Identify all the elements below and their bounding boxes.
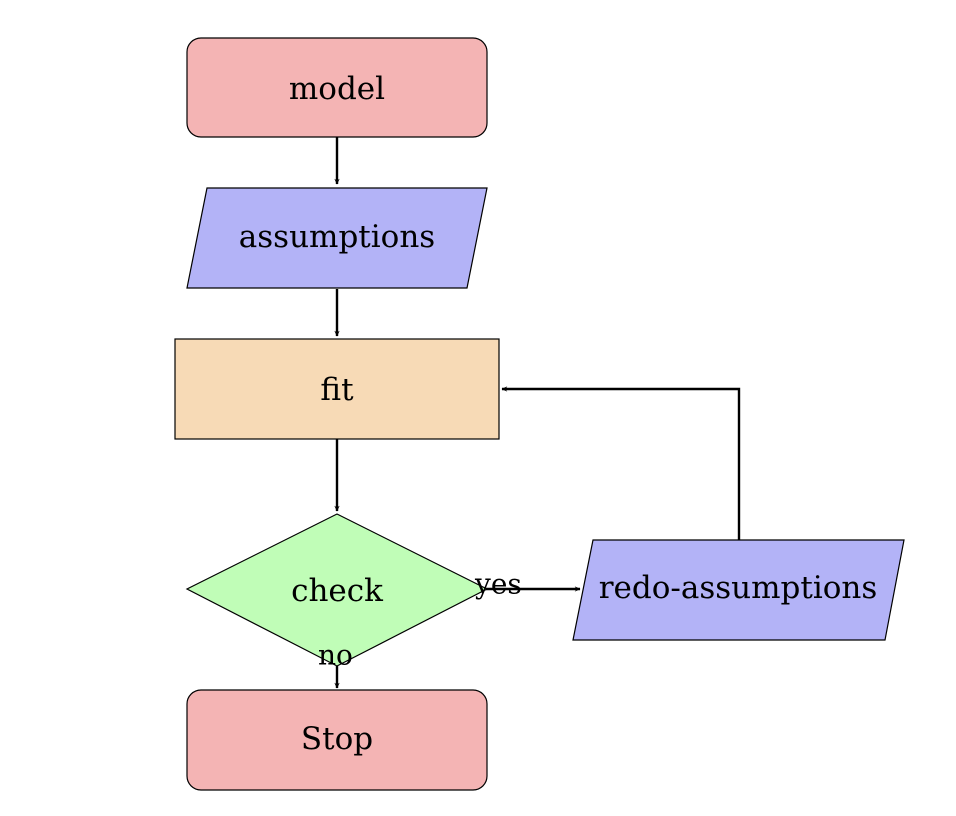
assumptions-label: assumptions <box>239 219 435 255</box>
check-diamond <box>185 513 489 667</box>
fit-label: fit <box>320 372 354 408</box>
assumptions-parallelogram <box>186 187 488 289</box>
model-label: model <box>289 71 385 107</box>
redo-assumptions-label: redo-assumptions <box>599 570 878 606</box>
stop-label: Stop <box>301 721 373 757</box>
edge-label-no: no <box>318 639 353 672</box>
node-redo-assumptions: redo-assumptions <box>572 539 905 641</box>
check-label: check <box>291 573 383 609</box>
node-fit: fit <box>174 338 500 440</box>
node-stop: Stop <box>186 689 488 791</box>
fit-box <box>174 338 500 440</box>
redo-assumptions-parallelogram <box>572 539 905 641</box>
model-box <box>186 37 488 138</box>
node-assumptions: assumptions <box>186 187 488 289</box>
edge-redo-assumptions-to-fit <box>501 386 741 540</box>
edge-label-yes: yes <box>474 568 522 601</box>
node-check: check <box>185 513 489 667</box>
edges <box>334 137 741 689</box>
node-model: model <box>186 37 488 138</box>
stop-box <box>186 689 488 791</box>
